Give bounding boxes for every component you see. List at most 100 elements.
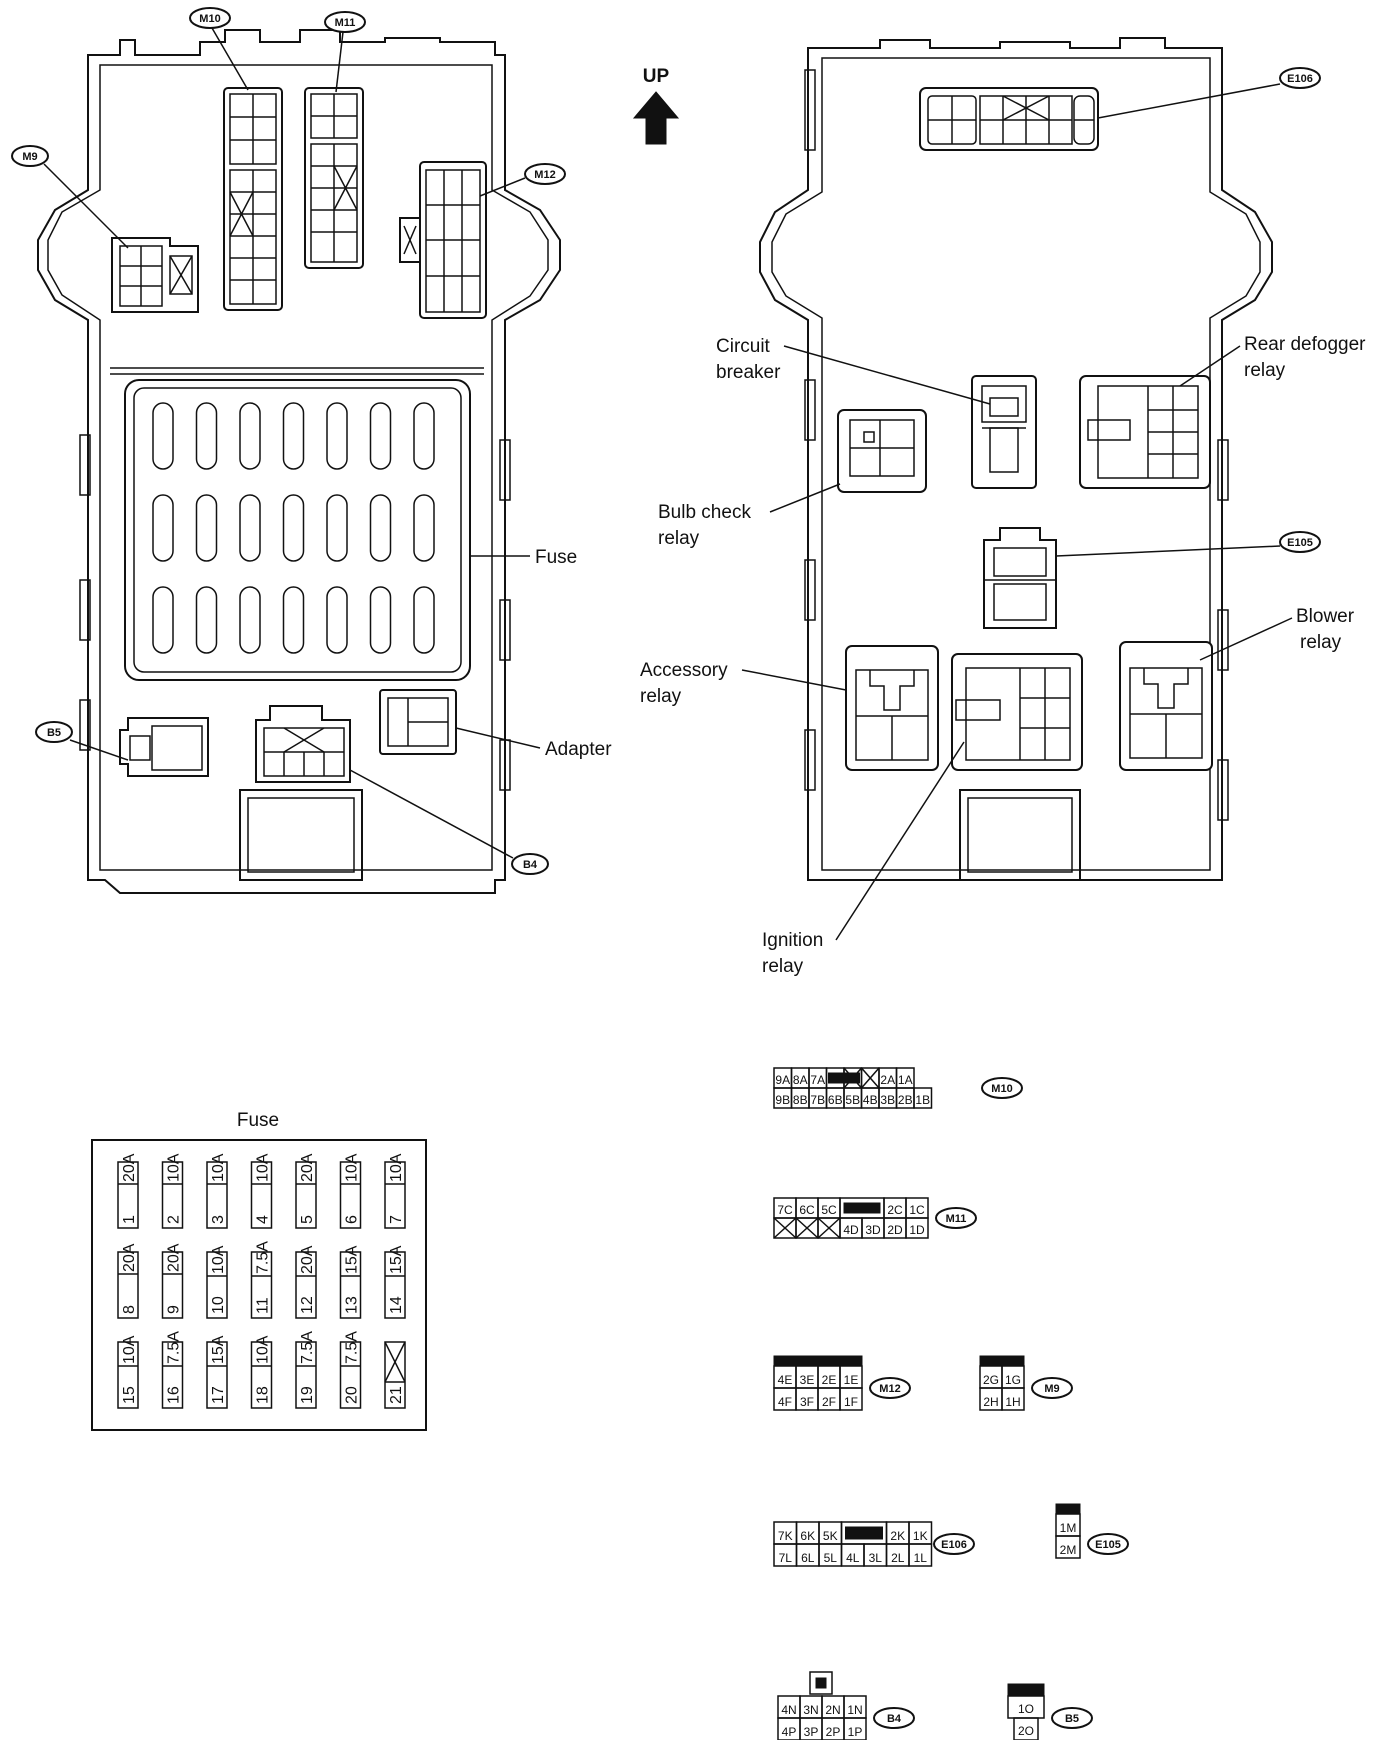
connector-tag [1051, 1707, 1093, 1729]
ignition-relay-label: Ignition relay [762, 741, 965, 977]
svg-text:relay: relay [762, 956, 804, 977]
connector-tag [981, 1077, 1023, 1099]
pin-label: 7A [810, 1073, 825, 1087]
pin-label: 1O [1018, 1702, 1034, 1716]
b5-connector [119, 717, 209, 777]
fuse-cell-frame [206, 1251, 228, 1319]
svg-text:Circuit: Circuit [716, 336, 771, 357]
fuse-amperage: 20A [121, 1153, 138, 1182]
fuse-slot [369, 586, 392, 654]
connector-tag-label: B4 [887, 1713, 902, 1725]
e106-connector [919, 87, 1099, 151]
fuse-slot [152, 494, 174, 562]
m9-connector [111, 237, 199, 313]
fuse-cell-frame [384, 1341, 406, 1409]
pin-label: 3D [865, 1223, 881, 1237]
pin-label: 2K [890, 1529, 905, 1543]
fuse-amperage: 7.5A [299, 1331, 316, 1364]
bulb-check-relay [837, 409, 927, 493]
svg-text:Fuse: Fuse [237, 1110, 279, 1131]
pin-cell [1001, 1387, 1025, 1411]
fuse-slot [282, 586, 305, 654]
fuse-table-cell: 21 [384, 1341, 406, 1409]
pin-label: 3E [800, 1373, 815, 1387]
pin-label: 2H [983, 1395, 998, 1409]
pin-label: 1E [844, 1373, 859, 1387]
pin-cross [795, 1217, 819, 1239]
pin-cross [817, 1217, 841, 1239]
pin-cell [1013, 1717, 1039, 1740]
fuse-slot [152, 402, 174, 470]
key-bar [773, 1355, 863, 1367]
pin-label: 2D [887, 1223, 903, 1237]
fuse-number: 13 [344, 1296, 361, 1314]
fuse-cell-frame [384, 1161, 406, 1229]
pin-label: 4B [863, 1093, 878, 1107]
pin-label: 4L [846, 1551, 860, 1565]
fuse-slots [152, 402, 435, 654]
pin-label: 4N [781, 1703, 796, 1717]
pin-label: 7K [778, 1529, 793, 1543]
m11-connector [304, 87, 364, 269]
pin-label: 6B [828, 1093, 843, 1107]
key-bar [1055, 1503, 1081, 1515]
fuse-amperage: 10A [210, 1245, 227, 1274]
fuse-amperage: 20A [299, 1153, 316, 1182]
pin-label: 1P [848, 1725, 863, 1739]
blocked-pins [843, 1202, 881, 1214]
fuse-table-cell: 117.5A [250, 1241, 273, 1319]
svg-text:UP: UP [643, 66, 670, 87]
fuse-cell-frame [117, 1161, 139, 1229]
svg-text:Blower: Blower [1296, 606, 1355, 627]
fuse-number: 10 [210, 1296, 227, 1314]
fuse-cell-frame [206, 1161, 228, 1229]
pin-label: 2C [887, 1203, 903, 1217]
connector-tag [1087, 1533, 1129, 1555]
fuse-slot [195, 586, 218, 654]
connector-tag-label: M12 [879, 1383, 900, 1395]
fuse-number: 11 [255, 1297, 272, 1314]
pin-label: 3F [800, 1395, 814, 1409]
fuse-slot [413, 402, 435, 470]
fuse-compartment [124, 379, 471, 681]
up-arrow: UP [632, 66, 680, 145]
fuse-table-cell: 197.5A [295, 1331, 317, 1409]
fuse-slot [282, 494, 305, 562]
fuse-number: 9 [166, 1305, 183, 1314]
fuse-cell-frame [339, 1341, 362, 1409]
fuse-number: 14 [388, 1296, 405, 1314]
fuse-amperage: 10A [388, 1153, 405, 1182]
m12-connector [399, 161, 487, 319]
pin-cross [860, 1067, 880, 1089]
svg-text:B4: B4 [523, 859, 538, 871]
pin-label: 1D [909, 1223, 925, 1237]
pin-label: 2E [822, 1373, 837, 1387]
pin-label: 8A [793, 1073, 808, 1087]
fuse-number: 18 [255, 1386, 272, 1404]
key-bar [1007, 1683, 1045, 1697]
pin-cell [839, 1387, 863, 1411]
empty-slot-cross [384, 1341, 406, 1383]
relay-box-outline [759, 37, 1273, 881]
m11-callout: M11 [324, 11, 366, 93]
rear-defogger-relay-label: Rear defogger relay [1179, 334, 1366, 387]
svg-text:breaker: breaker [716, 362, 781, 383]
fuse-table-cell: 207.5A [339, 1331, 362, 1409]
m9-callout: M9 [11, 145, 129, 249]
svg-text:Ignition: Ignition [762, 930, 823, 951]
b4-callout: B4 [349, 769, 549, 875]
fuse-slot [369, 402, 392, 470]
b4-connector [255, 705, 351, 783]
svg-text:relay: relay [658, 528, 700, 549]
pin-label: 2P [826, 1725, 841, 1739]
relay-box-bottom-bay [959, 789, 1081, 881]
